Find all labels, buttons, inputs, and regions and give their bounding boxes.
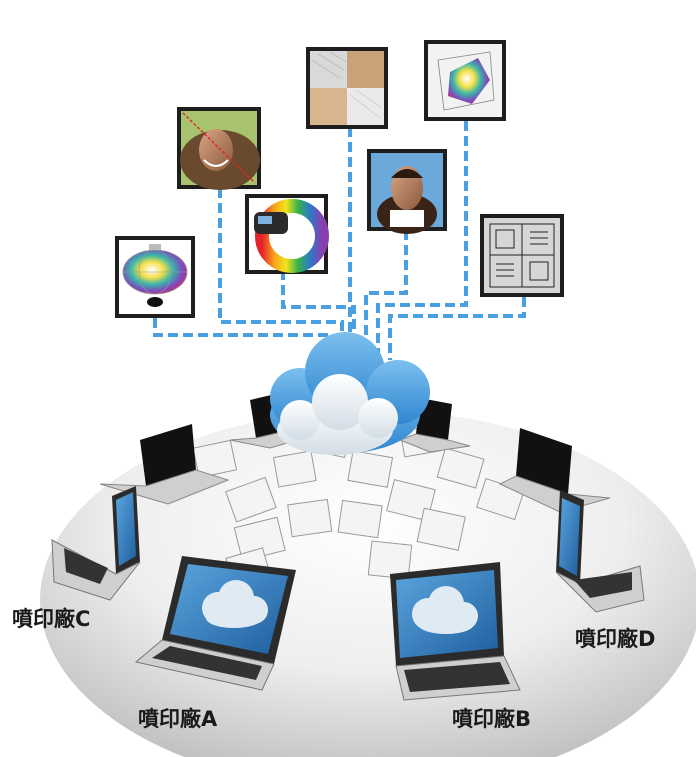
thumb-3d-color-gamut [424, 40, 506, 121]
cloud-icon [270, 332, 430, 455]
portrait-gradient-icon [180, 111, 260, 190]
portrait-photo-icon [377, 166, 437, 234]
factory-a-label: 噴印廠A [138, 707, 218, 731]
thumb-portrait-gradient [177, 107, 261, 190]
laptop-factory-a [134, 556, 296, 691]
laptop-a-cloud-icon [202, 580, 268, 628]
color-gamut-sphere-icon [122, 244, 188, 307]
factory-d-label: 噴印廠D [575, 627, 656, 651]
thumb-color-wheel [245, 194, 329, 274]
thumb-color-gamut-sphere [115, 236, 195, 318]
laptop-back-left [99, 424, 230, 505]
factory-c-label: 噴印廠C [12, 607, 91, 631]
test-chart-icon [489, 223, 555, 288]
laptop-factory-c [51, 486, 141, 601]
laptop-factory-d [555, 490, 645, 613]
thumb-test-chart [480, 214, 564, 297]
thumb-portrait-photo [367, 149, 447, 234]
laptop-b-cloud-icon [412, 586, 478, 634]
thumb-material-swatches [306, 47, 388, 129]
laptop-factory-b [390, 562, 521, 701]
color-wheel-spectrophotometer-icon [254, 199, 329, 273]
factory-b-label: 噴印廠B [452, 707, 532, 731]
3d-color-gamut-icon [437, 51, 495, 111]
material-texture-swatches-icon [310, 51, 384, 125]
